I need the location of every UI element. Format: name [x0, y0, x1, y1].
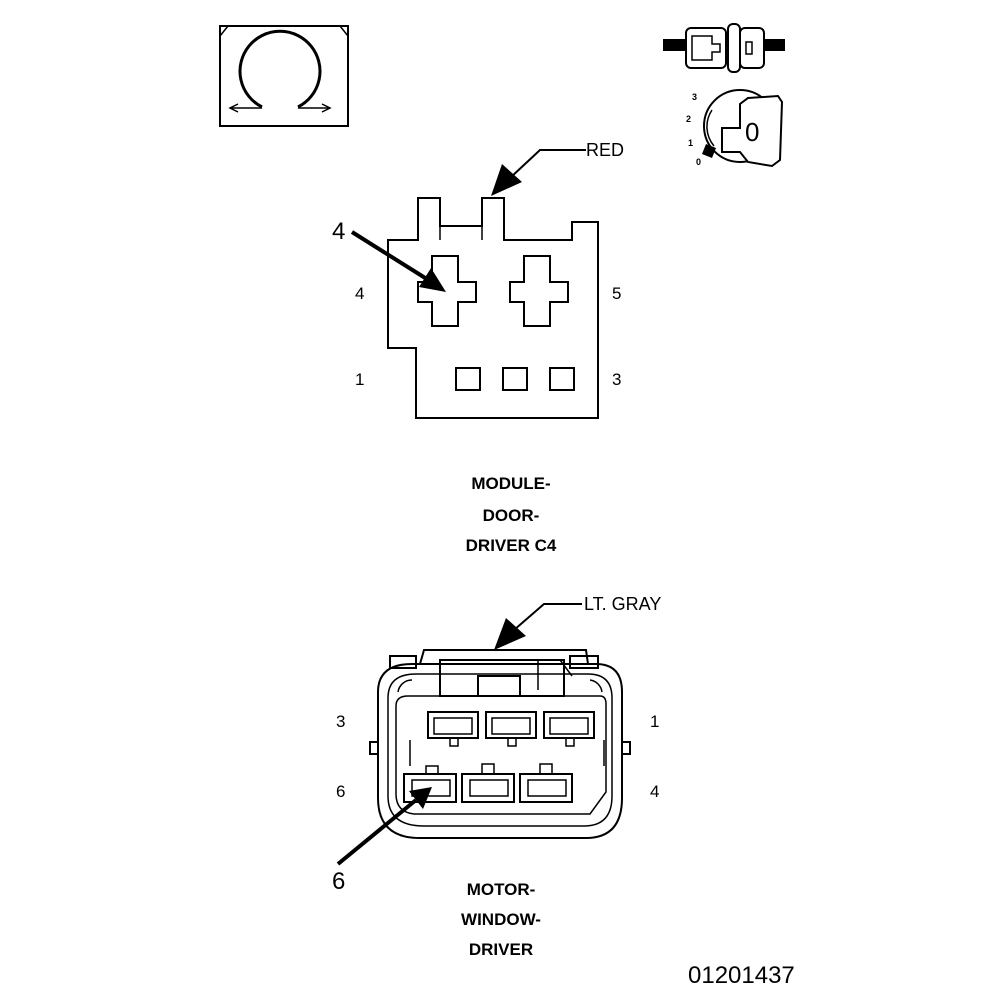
connector-motor-body — [369, 649, 631, 839]
motor-pin-label-6: 6 — [336, 782, 346, 801]
motor-cavity-1 — [543, 711, 595, 739]
motor-cavity-4 — [519, 773, 573, 803]
c4-cavity-3 — [549, 367, 575, 391]
motor-cavity-3 — [427, 711, 479, 739]
c4-cavity-2 — [502, 367, 528, 391]
motor-cavity-2 — [485, 711, 537, 739]
motor-caption-line-2: WINDOW- — [461, 910, 541, 929]
c4-cavity-4 — [417, 255, 477, 327]
c4-cavity-5 — [509, 255, 569, 327]
motor-caption-line-3: DRIVER — [468, 940, 534, 959]
c4-pointer-arrow — [350, 230, 446, 292]
key-position-0: 0 — [696, 157, 702, 167]
c4-caption-line-1: MODULE- — [471, 474, 551, 493]
key-position-2: 2 — [686, 114, 692, 124]
ohmmeter-symbol-icon — [219, 25, 349, 127]
key-position-1: 1 — [688, 138, 694, 148]
key-off-symbol: 0 — [745, 117, 760, 147]
ignition-key-off-icon — [702, 89, 784, 168]
c4-cavity-1 — [455, 367, 481, 391]
motor-cavity-5 — [461, 773, 515, 803]
motor-cavity-6 — [403, 773, 457, 803]
motor-pointer-label: 6 — [332, 868, 346, 895]
c4-pin-label-4: 4 — [355, 284, 365, 303]
c4-caption-line-2: DOOR- — [482, 506, 540, 525]
c4-pin-label-1: 1 — [355, 370, 365, 389]
c4-pin-label-5: 5 — [612, 284, 622, 303]
motor-pin-label-3: 3 — [336, 712, 346, 731]
figure-part-number: 01201437 — [688, 962, 795, 989]
c4-pin-label-3: 3 — [612, 370, 622, 389]
c4-caption-line-3: DRIVER C4 — [465, 536, 557, 555]
connector-disconnected-icon — [663, 23, 785, 73]
motor-color-callout: LT. GRAY — [584, 594, 662, 614]
motor-caption-line-1: MOTOR- — [466, 880, 536, 899]
c4-color-callout: RED — [586, 140, 625, 160]
motor-pin-label-4: 4 — [650, 782, 660, 801]
red-callout-leader — [491, 149, 586, 196]
motor-pointer-arrow — [336, 787, 432, 866]
c4-pointer-label: 4 — [332, 218, 346, 245]
key-position-3: 3 — [692, 92, 698, 102]
connector-c4-body — [387, 197, 599, 419]
motor-pin-label-1: 1 — [650, 712, 660, 731]
lt-gray-callout-leader — [494, 603, 582, 650]
